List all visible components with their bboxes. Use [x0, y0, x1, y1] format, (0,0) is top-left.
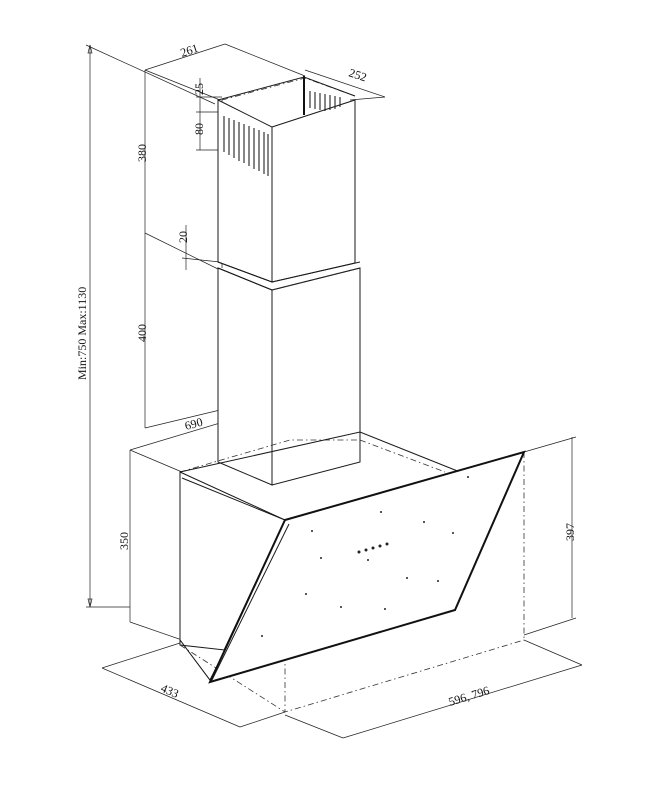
dim-lower-chimney-height: 400	[135, 324, 149, 342]
back-vent-slots	[309, 91, 341, 111]
dim-upper-chimney-height: 380	[135, 144, 149, 162]
dim-total-height: Min:750 Max:1130	[75, 287, 89, 380]
dim-chimney-width: 261	[179, 41, 200, 60]
side-vent-slots	[223, 116, 269, 176]
dim-body-depth: 433	[159, 681, 181, 701]
control-buttons	[357, 542, 389, 554]
dim-vent-offset: 25	[192, 83, 206, 95]
dim-hood-top-depth: 690	[183, 415, 204, 433]
glass-panel	[208, 450, 526, 684]
dim-overlap: 20	[176, 231, 190, 243]
dimension-lines	[85, 43, 583, 739]
dim-hood-width: 596, 796	[447, 683, 491, 709]
dim-vent-height: 80	[192, 123, 206, 135]
dim-body-height: 350	[117, 532, 131, 550]
dim-chimney-depth: 252	[347, 66, 368, 85]
lower-chimney	[217, 261, 361, 486]
dim-glass-height: 397	[563, 523, 577, 541]
